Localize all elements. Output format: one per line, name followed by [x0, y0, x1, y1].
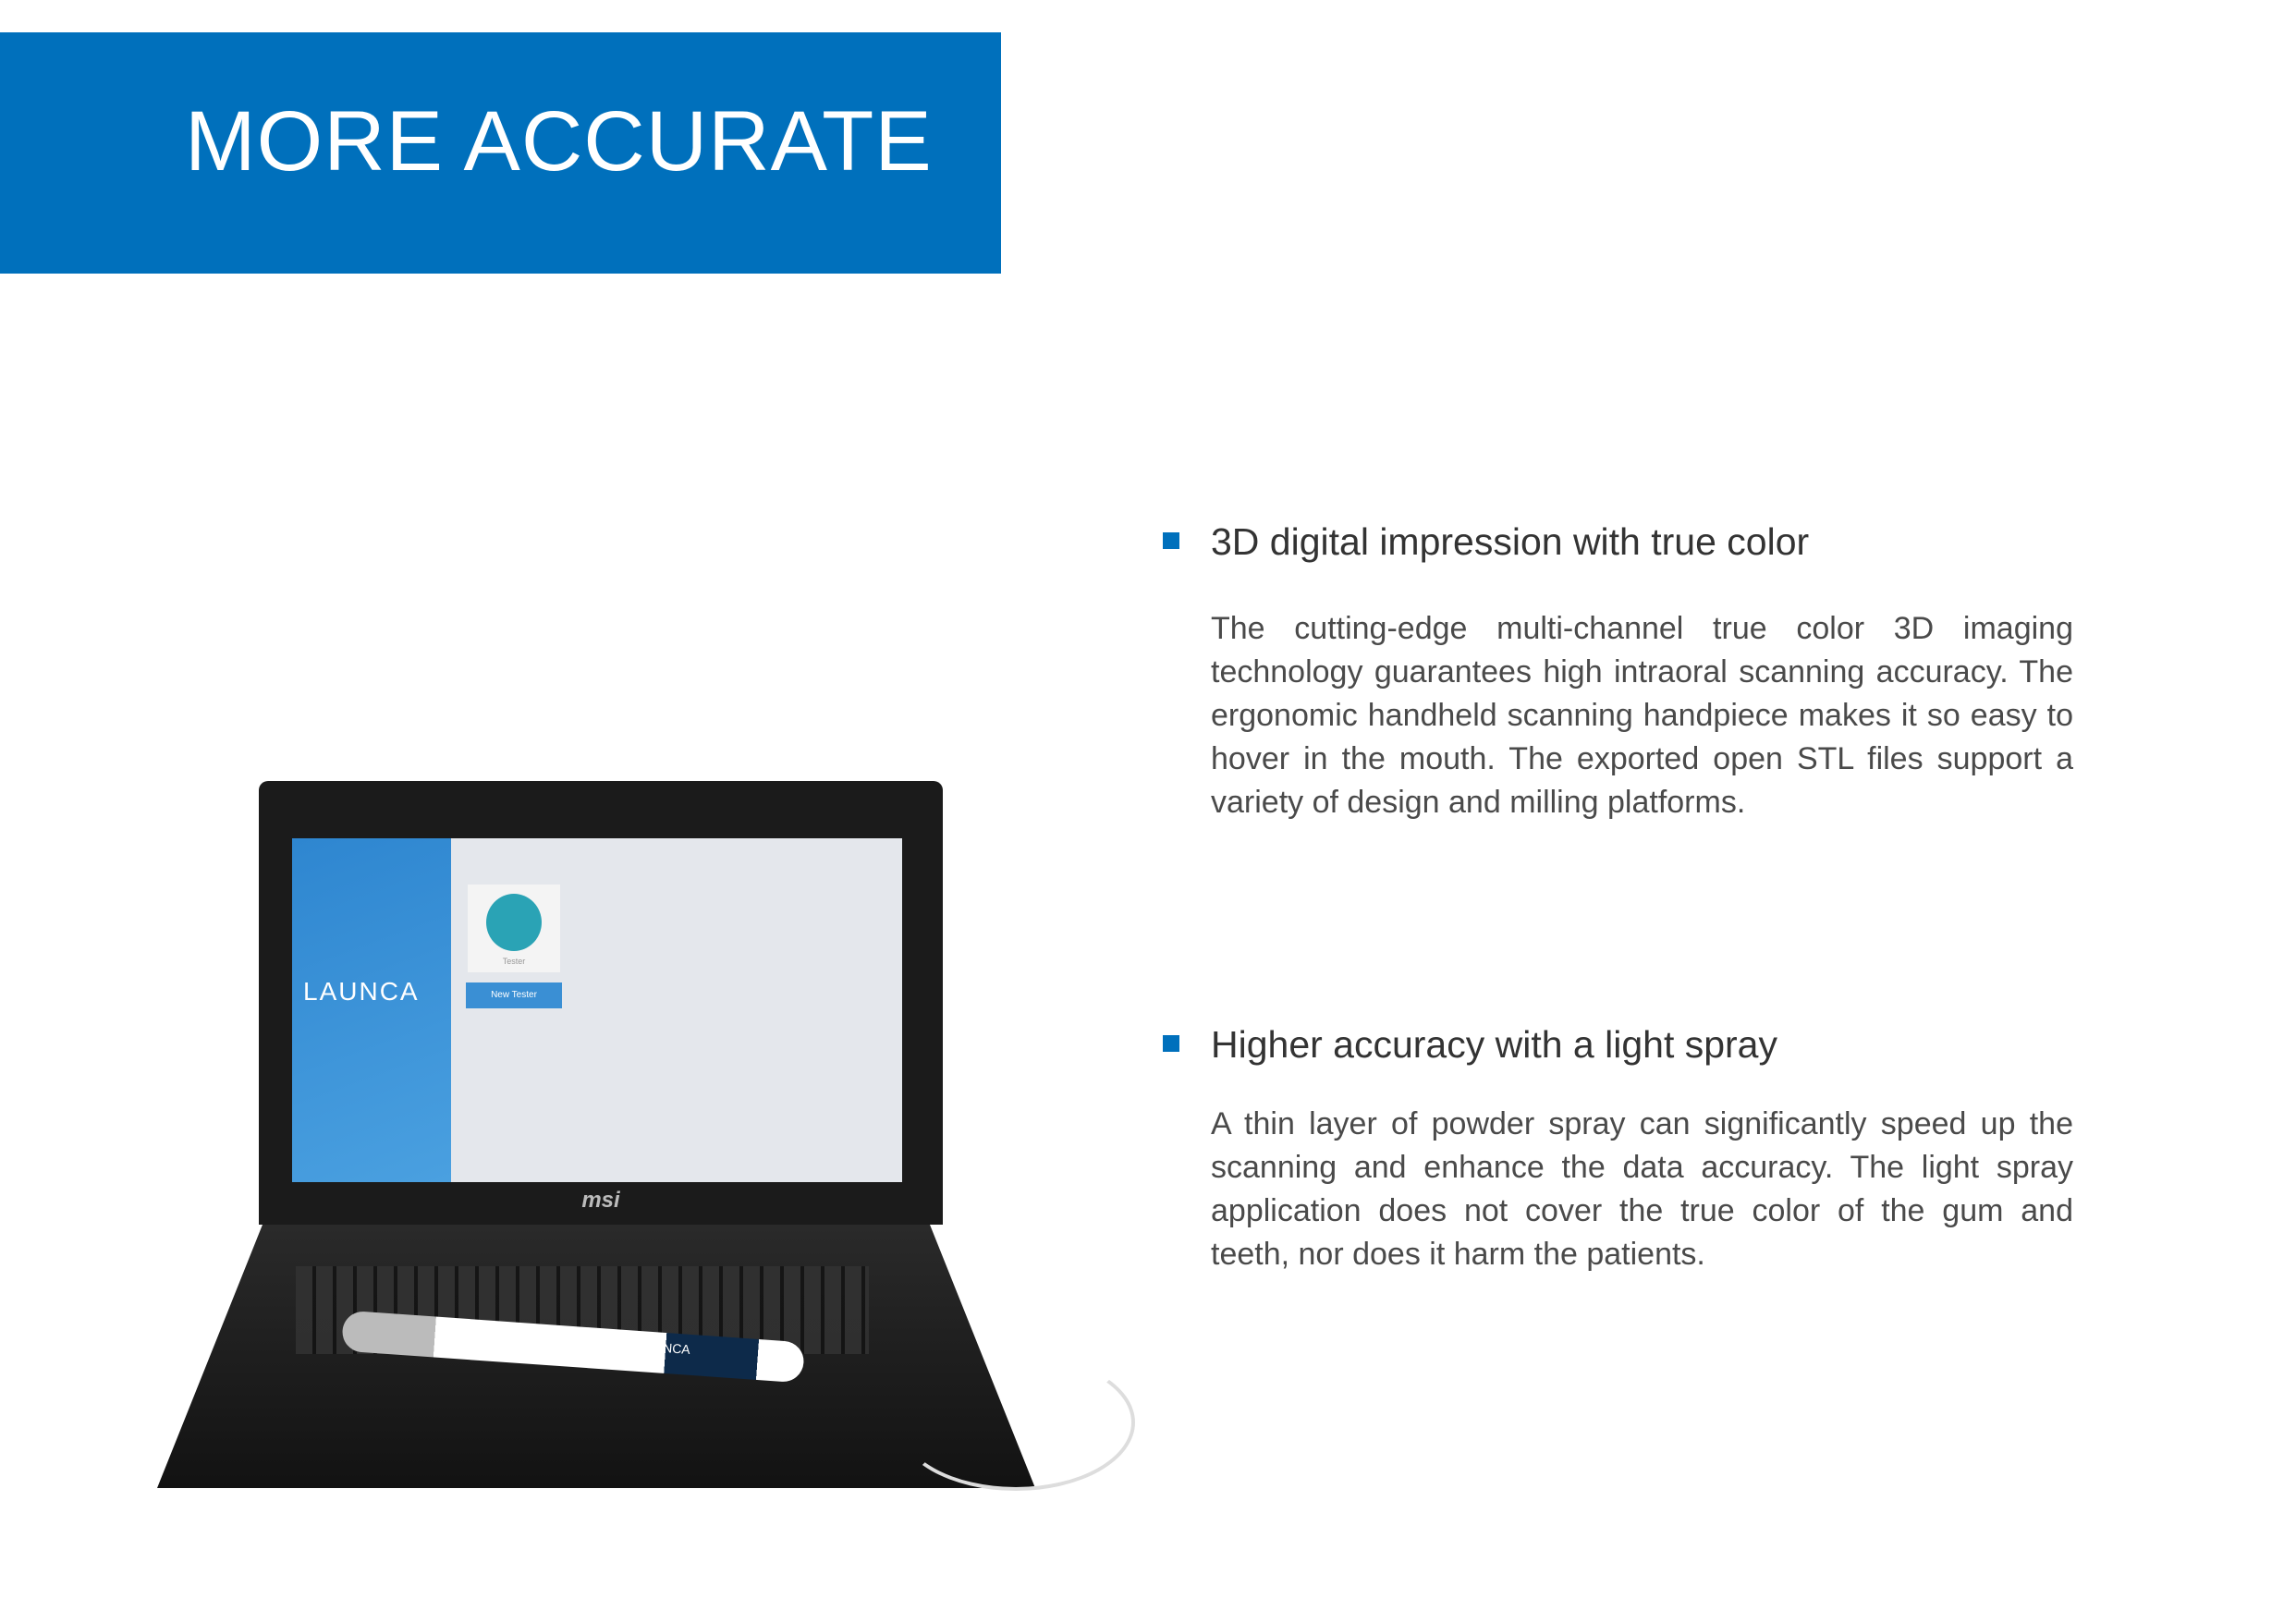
title-banner: MORE ACCURATE [0, 32, 1001, 274]
bullet-square-icon [1163, 1035, 1179, 1052]
laptop-scanner-photo: LAUNCA Tester New Tester msi LAUNCA [157, 781, 1155, 1520]
feature-heading: Higher accuracy with a light spray [1211, 1023, 1777, 1066]
laptop-brand: msi [581, 1188, 620, 1213]
avatar-icon [486, 894, 542, 951]
feature-body: The cutting-edge multi-channel true colo… [1211, 611, 2073, 821]
page-title: MORE ACCURATE [185, 94, 933, 189]
feature-body: A thin layer of powder spray can signifi… [1211, 1106, 2073, 1273]
feature-true-color: 3D digital impression with true color Th… [1163, 519, 2073, 824]
feature-light-spray: Higher accuracy with a light spray A thi… [1163, 1022, 2073, 1276]
new-tester-button: New Tester [466, 982, 562, 1008]
avatar-label: Tester [502, 957, 526, 966]
feature-heading: 3D digital impression with true color [1211, 520, 1810, 563]
scanner-cable [897, 1354, 1135, 1491]
screen-logo: LAUNCA [303, 977, 420, 1006]
bullet-square-icon [1163, 532, 1179, 549]
laptop-screen: LAUNCA Tester New Tester [292, 838, 902, 1182]
screen-sidebar: LAUNCA [292, 838, 451, 1182]
tester-card: Tester [468, 885, 560, 972]
laptop-lid: LAUNCA Tester New Tester msi [259, 781, 943, 1225]
